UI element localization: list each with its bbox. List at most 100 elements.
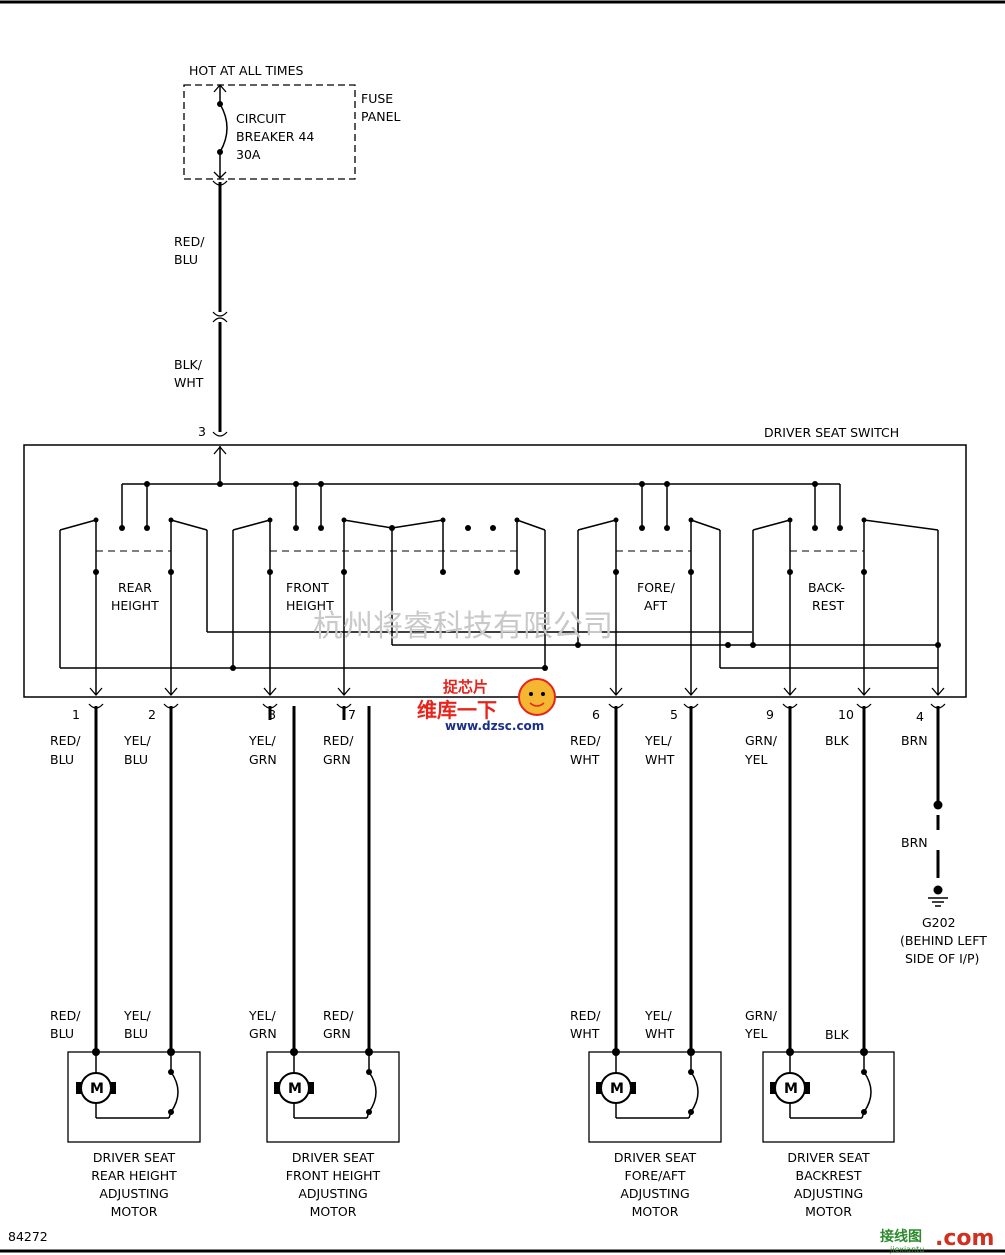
motor-label-line1: DRIVER SEAT [614, 1150, 697, 1165]
brand-watermark-top: 捉芯片 [443, 678, 488, 696]
limit-switch-icon [690, 1071, 699, 1113]
section-backrest-line2: REST [812, 598, 845, 613]
switch-input-pin-label: 3 [198, 424, 206, 439]
motor-label-line2: FORE/AFT [625, 1168, 686, 1183]
motor-label-line4: MOTOR [805, 1204, 852, 1219]
motor-box [588, 1051, 722, 1143]
fuse-panel-label-line2: PANEL [361, 109, 401, 124]
motor-box [266, 1051, 400, 1143]
ground-wire-color-mid: BRN [901, 835, 928, 850]
section-fore-aft-line1: FORE/ [637, 580, 676, 595]
ground-name: G202 [922, 915, 956, 930]
fixed-contacts [119, 525, 843, 531]
pin-number-8: 8 [268, 707, 276, 722]
wire-color-bottom-line1-pin-1: RED/ [50, 1008, 81, 1023]
wire-color-top-line1-pin-8: YEL/ [248, 733, 276, 748]
ground-location-line2: SIDE OF I/P) [905, 951, 979, 966]
switch-output-columns [95, 520, 939, 694]
motor-label-line1: DRIVER SEAT [93, 1150, 176, 1165]
motor-label-line4: MOTOR [310, 1204, 357, 1219]
wire-color-top-line1-pin-10: BLK [825, 733, 850, 748]
pin-number-9: 9 [766, 707, 774, 722]
ground-pin-label: 4 [916, 709, 924, 724]
ground-symbol-icon [928, 897, 948, 907]
wire-color-top-line1-pin-1: RED/ [50, 733, 81, 748]
section-front-height-line1: FRONT [286, 580, 329, 595]
wire-color-bottom-line2-pin-7: GRN [323, 1026, 351, 1041]
pin-number-2: 2 [148, 707, 156, 722]
fuse-panel-label-line1: FUSE [361, 91, 393, 106]
wire-color-top-line1-pin-2: YEL/ [123, 733, 151, 748]
hot-at-all-times-label: HOT AT ALL TIMES [189, 63, 303, 78]
corner-watermark-small: jiexiantu [889, 1245, 924, 1254]
switch-blades [59, 519, 939, 531]
wire-color-bottom-line1-pin-2: YEL/ [123, 1008, 151, 1023]
section-backrest-line1: BACK- [808, 580, 845, 595]
breaker-label-line2: BREAKER 44 [236, 129, 314, 144]
fuse-panel: HOT AT ALL TIMES FUSE PANEL CIRCUIT BREA… [183, 63, 401, 180]
driver-seat-switch: DRIVER SEAT SWITCH [23, 425, 967, 698]
wire-color-top-line2-pin-5: WHT [645, 752, 675, 767]
feed-wire-color-upper-line1: RED/ [174, 234, 205, 249]
wire-color-top-line1-pin-6: RED/ [570, 733, 601, 748]
motor-symbol: M [288, 1081, 302, 1097]
breaker-label-line3: 30A [236, 147, 261, 162]
motor-box [762, 1051, 895, 1143]
motor-label-line3: ADJUSTING [794, 1186, 863, 1201]
wire-color-bottom-line2-pin-6: WHT [570, 1026, 600, 1041]
section-front-height-line2: HEIGHT [286, 598, 334, 613]
corner-watermark-right: .com [935, 1226, 994, 1251]
pin-number-10: 10 [838, 707, 854, 722]
watermark-company: 杭州将睿科技有限公司 [313, 609, 613, 644]
brand-watermark: 捉芯片 维库一下 www.dzsc.com [417, 678, 556, 733]
wire-color-bottom-line2-pin-5: WHT [645, 1026, 675, 1041]
feed-wire-color-lower-line2: WHT [174, 375, 204, 390]
output-wires: 1RED/BLURED/BLU2YEL/BLUYEL/BLU8YEL/GRNYE… [50, 703, 872, 1056]
feed-wire-color-upper-line2: BLU [174, 252, 198, 267]
wire-color-top-line2-pin-6: WHT [570, 752, 600, 767]
motor-label-line3: ADJUSTING [620, 1186, 689, 1201]
pin-number-5: 5 [670, 707, 678, 722]
motor-label-line2: BACKREST [796, 1168, 862, 1183]
motor-label-line4: MOTOR [111, 1204, 158, 1219]
wire-color-top-line2-pin-7: GRN [323, 752, 351, 767]
inline-connector-bottom [212, 317, 228, 323]
wire-color-bottom-line2-pin-1: BLU [50, 1026, 74, 1041]
switch-box [23, 444, 967, 698]
pin-number-7: 7 [348, 707, 356, 722]
motor-label-line1: DRIVER SEAT [787, 1150, 870, 1165]
section-rear-height-line1: REAR [118, 580, 152, 595]
inline-connector-top [212, 311, 228, 317]
figure-id: 84272 [8, 1229, 48, 1244]
motor-symbol: M [784, 1081, 798, 1097]
wire-color-top-line2-pin-9: YEL [744, 752, 768, 767]
wire-color-top-line1-pin-5: YEL/ [644, 733, 672, 748]
wire-color-bottom-line1-pin-7: RED/ [323, 1008, 354, 1023]
ground-location-line1: (BEHIND LEFT [900, 933, 987, 948]
corner-watermark: 接线图 .com jiexiantu [880, 1226, 994, 1254]
brand-watermark-main: 维库一下 [417, 698, 497, 722]
wire-color-top-line2-pin-2: BLU [124, 752, 148, 767]
ground-splice-top [933, 800, 943, 810]
wire-color-bottom-line2-pin-9: YEL [744, 1026, 768, 1041]
brand-watermark-url: www.dzsc.com [445, 719, 544, 733]
wire-color-bottom-line1-pin-8: YEL/ [248, 1008, 276, 1023]
section-rear-height-line2: HEIGHT [111, 598, 159, 613]
wire-color-top-line2-pin-8: GRN [249, 752, 277, 767]
section-fore-aft-line2: AFT [644, 598, 668, 613]
wire-color-bottom-line1-pin-5: YEL/ [644, 1008, 672, 1023]
pin-number-1: 1 [72, 707, 80, 722]
corner-watermark-left: 接线图 [880, 1228, 922, 1245]
mascot-icon [518, 678, 556, 716]
feed-wire-color-lower-line1: BLK/ [174, 357, 203, 372]
motor-symbol: M [610, 1081, 624, 1097]
